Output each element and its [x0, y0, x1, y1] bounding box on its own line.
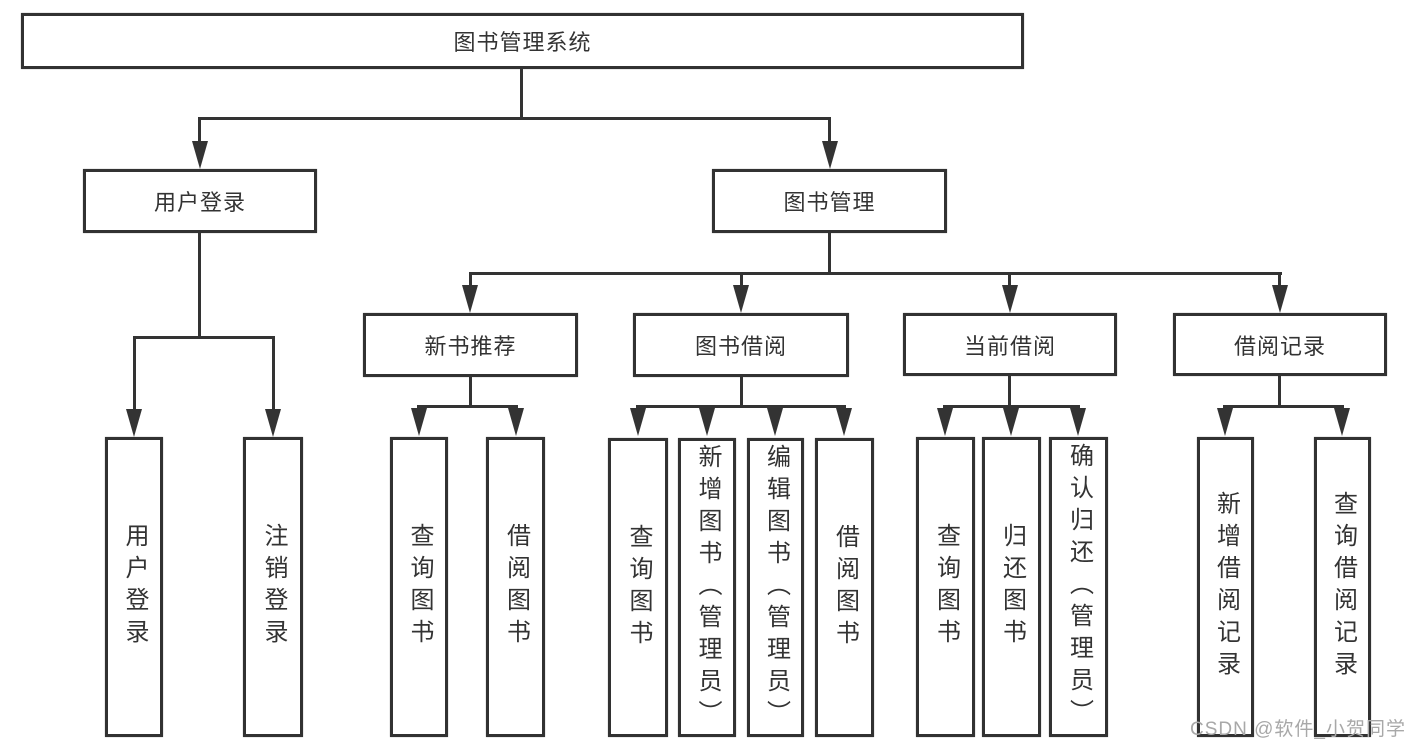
connector-user-login-stem-2	[272, 338, 275, 410]
leaf-user-login-label: 用户登录	[121, 523, 148, 651]
node-user-login-label: 用户登录	[153, 190, 246, 215]
connector-root-hline	[198, 117, 831, 120]
arrow-to-borrow-record	[1272, 285, 1288, 313]
arrow-current-borrow-leaf-2	[1003, 408, 1019, 436]
leaf-records-query-record-label: 查询借阅记录	[1329, 491, 1357, 683]
arrow-borrow-record-leaf-2	[1334, 408, 1350, 436]
connector-user-login-hline	[133, 336, 275, 339]
node-root: 图书管理系统	[21, 13, 1024, 69]
arrow-to-new-book	[462, 285, 478, 313]
arrow-to-book-borrow	[733, 285, 749, 313]
leaf-borrowing-query-books: 查询图书	[608, 438, 668, 737]
connector-root-vline	[520, 69, 523, 118]
leaf-borrowing-query-books-label: 查询图书	[625, 523, 652, 652]
arrow-to-user-login	[192, 141, 208, 169]
connector-book-mgmt-stem-4	[1278, 274, 1281, 287]
arrow-to-current-borrow	[1002, 285, 1018, 313]
leaf-current-confirm-return-admin-label: 确认归还（管理员）	[1065, 443, 1093, 731]
leaf-logout-label: 注销登录	[260, 523, 287, 651]
arrow-borrow-record-leaf-1	[1217, 408, 1233, 436]
connector-borrow-record-vline	[1278, 376, 1281, 406]
leaf-records-query-record: 查询借阅记录	[1314, 437, 1371, 737]
leaf-current-return-books-label: 归还图书	[998, 523, 1026, 651]
leaf-borrowing-add-books-admin: 新增图书（管理员）	[678, 438, 736, 737]
connector-book-borrow-hline	[636, 405, 846, 408]
connector-new-book-hline	[417, 405, 518, 408]
leaf-current-return-books: 归还图书	[982, 437, 1041, 737]
leaf-newbook-query-books-label: 查询图书	[406, 523, 433, 651]
connector-current-borrow-vline	[1008, 376, 1011, 406]
connector-root-stem-right	[828, 119, 831, 143]
leaf-newbook-borrow-books-label: 借阅图书	[502, 523, 530, 651]
connector-book-mgmt-vline	[828, 233, 831, 274]
leaf-records-add-record: 新增借阅记录	[1197, 437, 1254, 737]
leaf-borrowing-borrow-books: 借阅图书	[815, 438, 874, 737]
leaf-current-query-books-label: 查询图书	[932, 523, 960, 651]
leaf-newbook-query-books: 查询图书	[390, 437, 448, 737]
arrow-current-borrow-leaf-3	[1070, 408, 1086, 436]
leaf-user-login: 用户登录	[105, 437, 163, 737]
node-current-borrowing: 当前借阅	[903, 313, 1117, 376]
leaf-borrowing-add-books-admin-label: 新增图书（管理员）	[694, 443, 721, 732]
node-current-borrowing-label: 当前借阅	[963, 333, 1056, 359]
arrow-book-borrow-leaf-3	[767, 408, 783, 436]
leaf-current-query-books: 查询图书	[916, 437, 975, 737]
node-new-book-recommend: 新书推荐	[363, 313, 578, 377]
connector-book-mgmt-stem-2	[740, 274, 743, 287]
connector-current-borrow-hline	[943, 405, 1080, 408]
connector-user-login-stem-1	[133, 338, 136, 410]
leaf-borrowing-edit-books-admin: 编辑图书（管理员）	[747, 438, 804, 737]
connector-book-borrow-vline	[740, 377, 743, 406]
arrow-book-borrow-leaf-2	[699, 408, 715, 436]
arrow-new-book-leaf-1	[411, 408, 427, 436]
node-user-login: 用户登录	[83, 169, 317, 233]
arrow-to-book-management	[822, 141, 838, 169]
node-book-borrowing-label: 图书借阅	[694, 334, 787, 359]
arrow-new-book-leaf-2	[508, 408, 524, 436]
arrow-to-login-leaf	[126, 409, 142, 437]
leaf-records-add-record-label: 新增借阅记录	[1212, 491, 1240, 683]
arrow-book-borrow-leaf-1	[630, 408, 646, 436]
arrow-book-borrow-leaf-4	[836, 408, 852, 436]
node-borrowing-records-label: 借阅记录	[1233, 333, 1326, 359]
node-borrowing-records: 借阅记录	[1173, 313, 1387, 376]
connector-new-book-vline	[469, 377, 472, 406]
connector-user-login-vline	[198, 233, 201, 337]
node-book-management: 图书管理	[712, 169, 947, 233]
connector-book-mgmt-stem-1	[469, 274, 472, 287]
connector-book-mgmt-stem-3	[1008, 274, 1011, 287]
arrow-to-logout-leaf	[265, 409, 281, 437]
leaf-current-confirm-return-admin: 确认归还（管理员）	[1049, 437, 1108, 737]
node-root-label: 图书管理系统	[453, 30, 592, 55]
connector-root-stem-left	[198, 119, 201, 143]
leaf-logout: 注销登录	[243, 437, 303, 737]
node-new-book-recommend-label: 新书推荐	[424, 334, 517, 359]
leaf-borrowing-borrow-books-label: 借阅图书	[831, 523, 859, 652]
node-book-management-label: 图书管理	[783, 190, 876, 215]
csdn-watermark: CSDN @软件_小贺同学	[1190, 719, 1405, 740]
arrow-current-borrow-leaf-1	[937, 408, 953, 436]
connector-book-mgmt-hline	[469, 272, 1282, 275]
leaf-borrowing-edit-books-admin-label: 编辑图书（管理员）	[762, 443, 790, 732]
connector-borrow-record-hline	[1223, 405, 1344, 408]
leaf-newbook-borrow-books: 借阅图书	[486, 437, 545, 737]
node-book-borrowing: 图书借阅	[633, 313, 849, 377]
